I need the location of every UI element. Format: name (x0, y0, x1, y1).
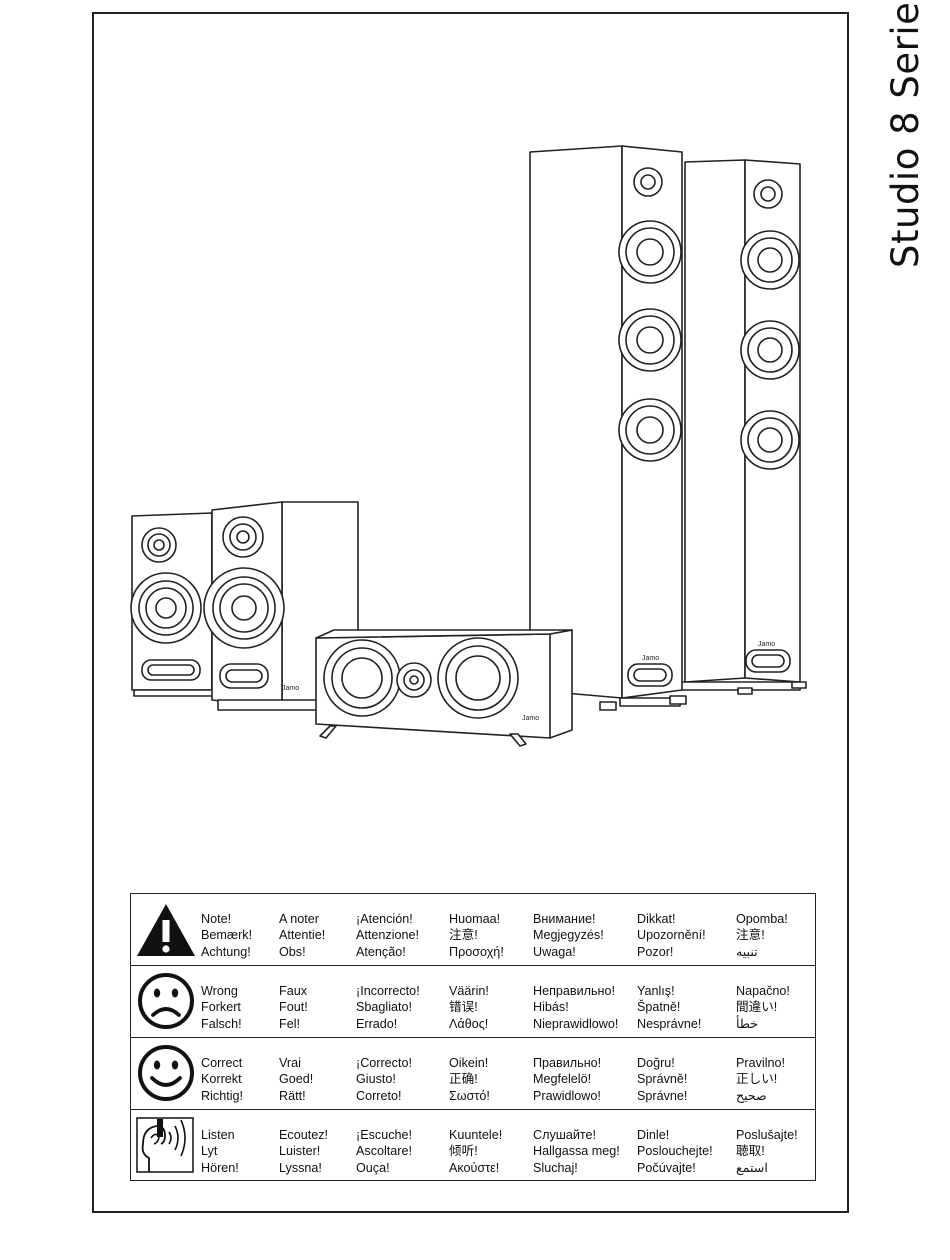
legend-col: Doğru!Správně!Správne! (637, 1056, 688, 1103)
floorstanding-speaker-front: Jamo (529, 145, 687, 711)
sad-face-icon (138, 973, 194, 1029)
legend-col: Dinle!Poslouchejte!Počúvajte! (637, 1128, 713, 1175)
legend-col: Ecoutez!Luister!Lyssna! (279, 1128, 329, 1175)
legend-col: Oikein!正确!Σωστό! (449, 1056, 490, 1103)
listen-ear-icon (136, 1117, 194, 1173)
legend-col: Правильно!Megfelelö!Prawidlowo! (533, 1056, 602, 1103)
brand-logo-center: Jamo (522, 715, 539, 722)
happy-face-icon (138, 1045, 194, 1101)
legend-col: ¡Atención!Attenzione!Atenção! (356, 912, 420, 959)
legend-col: ¡Correcto!Giusto!Correto! (356, 1056, 412, 1103)
legend-col: ¡Escuche!Ascoltare!Ouça! (356, 1128, 412, 1175)
legend-col: Poslušajte!聴取!استمع (736, 1128, 798, 1175)
legend-col: Opomba!注意!تنبيه (736, 912, 788, 959)
legend-col: Слушайте!Hallgassa meg!Sluchaj! (533, 1128, 620, 1175)
legend-col: Väärin!错误!Λάθος! (449, 984, 489, 1031)
speaker-lineup-illustration: Jamo Jamo Jamo (130, 145, 807, 747)
legend-col: Yanlış!Špatně!Nesprávne! (637, 984, 702, 1031)
brand-logo-front-tower: Jamo (642, 655, 659, 662)
floorstanding-speaker-rear: Jamo (679, 159, 807, 695)
legend-col: Note!Bemærk!Achtung! (201, 912, 253, 959)
warning-icon (137, 904, 195, 956)
center-speaker: Jamo (315, 629, 573, 747)
legend-col: ¡Incorrecto!Sbagliato!Errado! (356, 984, 420, 1031)
brand-logo-bookshelf: Jamo (282, 685, 299, 692)
page-frame (92, 12, 849, 1213)
legend-col: Huomaa!注意!Προσοχή! (449, 912, 504, 959)
legend-col: Dikkat!Upozornění!Pozor! (637, 912, 706, 959)
document-title: Studio 8 Series (884, 0, 927, 268)
legend-col: Внимание!Megjegyzés!Uwaga! (533, 912, 604, 959)
legend-col: Kuuntele!倾听!Ακούστε! (449, 1128, 503, 1175)
brand-logo-rear-tower: Jamo (758, 641, 775, 648)
legend-col: Неправильно!Hibás!Nieprawidlowo! (533, 984, 619, 1031)
legend-col: Pravilno!正しい!صحيح (736, 1056, 785, 1103)
legend-col: Napačno!間違い!خطأ (736, 984, 790, 1031)
